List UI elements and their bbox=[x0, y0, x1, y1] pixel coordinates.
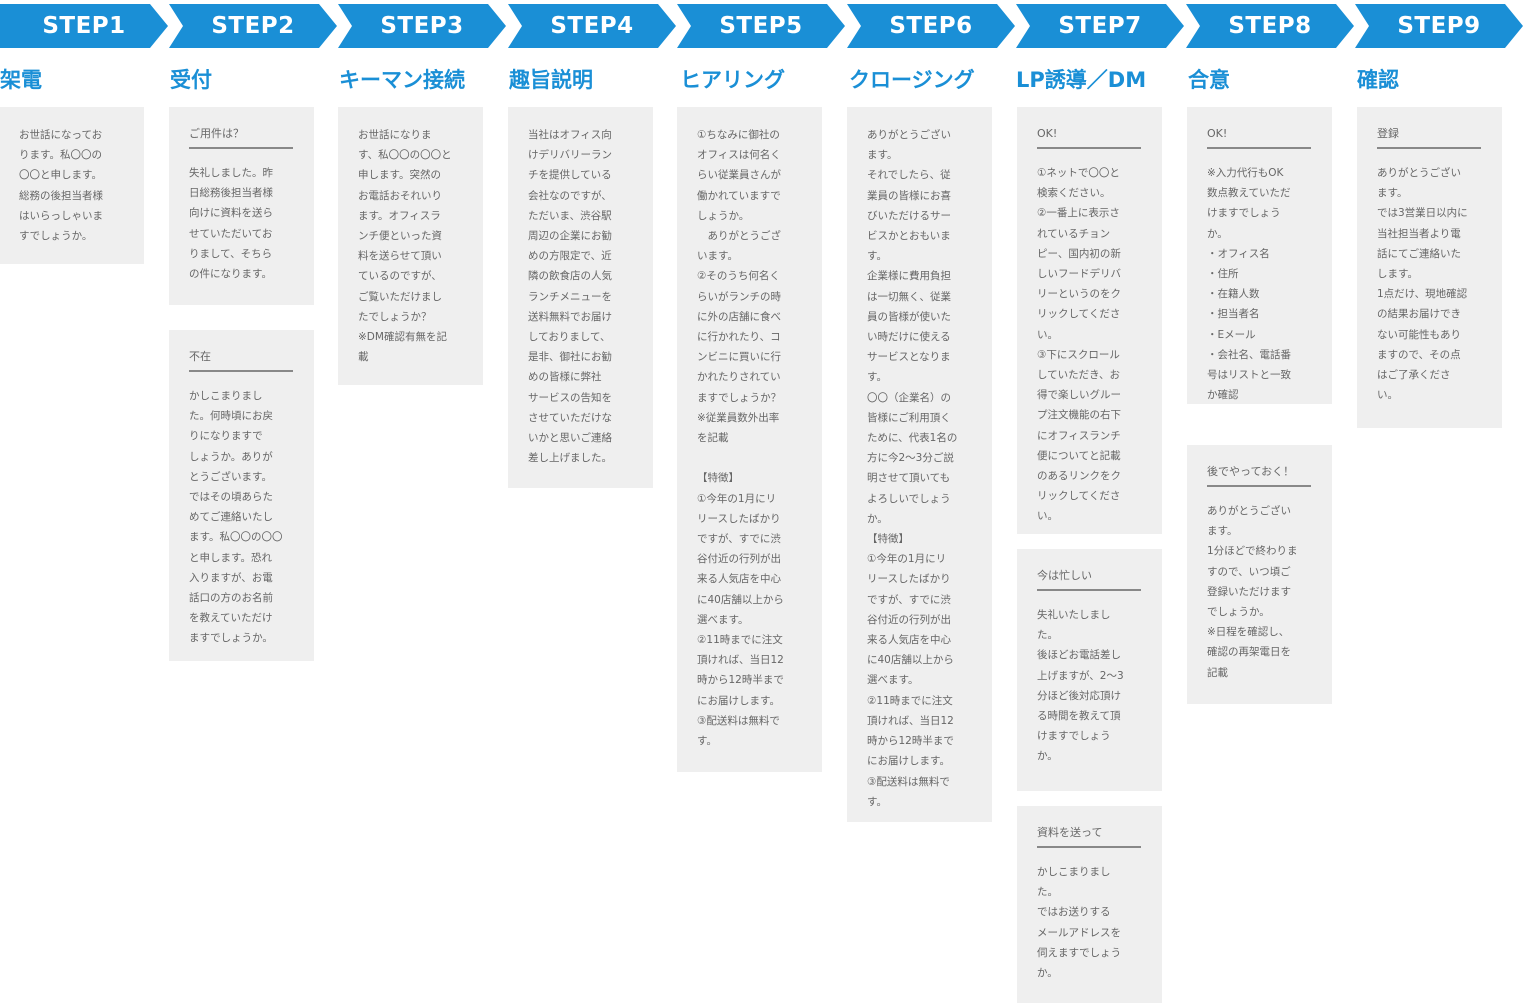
step-column-4: STEP4 趣旨説明当社はオフィス向 けデリバリーラン チを提供している 会社なの… bbox=[508, 0, 676, 488]
card-body: かしこまりまし た。 ではお送りする メールアドレスを 伺えますでしょう か。 bbox=[1037, 866, 1122, 980]
script-card: 後でやっておく！ ありがとうござい ます。 1分ほどで終わりま すので、いつ頃ご … bbox=[1187, 445, 1332, 704]
card-body: かしこまりまし た。何時頃にお戻 りになりますで しょうか。ありが とうございま… bbox=[189, 390, 283, 645]
step-title-5: ヒアリング bbox=[680, 68, 785, 92]
script-card: お世話になってお ります。私〇〇の 〇〇と申します。 総務の後担当者様 はいらっ… bbox=[0, 107, 144, 264]
card-body: ※入力代行もOK 数点教えていただ けますでしょう か。 ・オフィス名 ・住所 … bbox=[1207, 167, 1291, 402]
script-card: 当社はオフィス向 けデリバリーラン チを提供している 会社なのですが、 ただいま… bbox=[508, 107, 653, 488]
step-column-1: STEP1 架電お世話になってお ります。私〇〇の 〇〇と申します。 総務の後担当… bbox=[0, 0, 168, 264]
step-arrow-8: STEP8 bbox=[1186, 4, 1354, 48]
step-title-8: 合意 bbox=[1188, 68, 1230, 92]
script-card: 不在かしこまりまし た。何時頃にお戻 りになりますで しょうか。ありが とうござ… bbox=[169, 330, 314, 661]
card-body: ありがとうござい ます。 1分ほどで終わりま すので、いつ頃ご 登録いただけます… bbox=[1207, 505, 1298, 679]
card-heading: 登録 bbox=[1377, 125, 1481, 149]
card-heading: 後でやっておく！ bbox=[1207, 463, 1311, 487]
card-heading: OK! bbox=[1207, 125, 1311, 149]
script-card: 今は忙しい失礼いたしまし た。 後ほどお電話差し 上げますが、2〜3 分ほど後対… bbox=[1017, 549, 1162, 791]
card-body: お世話になりま す、私〇〇の〇〇と 申します。突然の お電話おそれいり ます。オ… bbox=[358, 129, 452, 364]
card-heading: 今は忙しい bbox=[1037, 567, 1141, 591]
script-card: ありがとうござい ます。 それでしたら、従 業員の皆様にお喜 びいただけるサー … bbox=[847, 107, 992, 822]
script-card: お世話になりま す、私〇〇の〇〇と 申します。突然の お電話おそれいり ます。オ… bbox=[338, 107, 483, 385]
card-heading: 不在 bbox=[189, 348, 293, 372]
step-title-1: 架電 bbox=[0, 68, 42, 92]
step-title-2: 受付 bbox=[170, 68, 212, 92]
card-body: ①ネットで〇〇と 検索ください。 ②一番上に表示さ れているチョン ピー、国内初… bbox=[1037, 167, 1121, 523]
card-heading: OK! bbox=[1037, 125, 1141, 149]
step-arrow-7: STEP7 bbox=[1016, 4, 1184, 48]
step-arrow-5: STEP5 bbox=[677, 4, 845, 48]
step-title-7: LP誘導／DM bbox=[1016, 68, 1147, 92]
step-arrow-1: STEP1 bbox=[0, 4, 168, 48]
card-body: 失礼しました。昨 日総務後担当者様 向けに資料を送ら せていただいてお りまして… bbox=[189, 167, 273, 281]
step-title-3: キーマン接続 bbox=[339, 68, 465, 92]
step-column-2: STEP2 受付ご用件は？ 失礼しました。昨 日総務後担当者様 向けに資料を送ら せ… bbox=[169, 0, 337, 661]
card-body: ①ちなみに御社の オフィスは何名く らい従業員さんが 働かれていますで しょうか… bbox=[697, 129, 784, 748]
script-card: ご用件は？ 失礼しました。昨 日総務後担当者様 向けに資料を送ら せていただいてお… bbox=[169, 107, 314, 305]
step-arrow-4: STEP4 bbox=[508, 4, 676, 48]
step-title-6: クロージング bbox=[849, 68, 975, 92]
step-column-5: STEP5 ヒアリング ①ちなみに御社の オフィスは何名く らい従業員さんが 働かれ… bbox=[677, 0, 845, 772]
step-arrow-6: STEP6 bbox=[847, 4, 1015, 48]
script-card: 登録ありがとうござい ます。 では3営業日以内に 当社担当者より電 話にてご連絡… bbox=[1357, 107, 1502, 428]
step-arrow-9: STEP9 bbox=[1355, 4, 1523, 48]
script-card: OK! ①ネットで〇〇と 検索ください。 ②一番上に表示さ れているチョン ピー、… bbox=[1017, 107, 1162, 534]
step-column-8: STEP8 合意 OK! ※入力代行もOK 数点教えていただ けますでしょう か。 ・… bbox=[1186, 0, 1354, 704]
script-card: OK! ※入力代行もOK 数点教えていただ けますでしょう か。 ・オフィス名 ・… bbox=[1187, 107, 1332, 404]
card-heading: ご用件は？ bbox=[189, 125, 293, 149]
script-card: 資料を送ってかしこまりまし た。 ではお送りする メールアドレスを 伺えますでし… bbox=[1017, 806, 1162, 1003]
card-heading: 資料を送って bbox=[1037, 824, 1141, 848]
card-body: ありがとうござい ます。 それでしたら、従 業員の皆様にお喜 びいただけるサー … bbox=[867, 129, 958, 808]
step-title-9: 確認 bbox=[1357, 68, 1399, 92]
step-column-9: STEP9 確認登録ありがとうござい ます。 では3営業日以内に 当社担当者より電… bbox=[1355, 0, 1523, 428]
step-column-3: STEP3 キーマン接続お世話になりま す、私〇〇の〇〇と 申します。突然の お電… bbox=[338, 0, 506, 385]
step-arrow-2: STEP2 bbox=[169, 4, 337, 48]
step-title-4: 趣旨説明 bbox=[509, 68, 593, 92]
card-body: ありがとうござい ます。 では3営業日以内に 当社担当者より電 話にてご連絡いた… bbox=[1377, 167, 1468, 402]
step-column-6: STEP6 クロージングありがとうござい ます。 それでしたら、従 業員の皆様にお… bbox=[847, 0, 1015, 822]
card-body: 当社はオフィス向 けデリバリーラン チを提供している 会社なのですが、 ただいま… bbox=[528, 129, 612, 465]
card-body: 失礼いたしまし た。 後ほどお電話差し 上げますが、2〜3 分ほど後対応頂け る… bbox=[1037, 609, 1124, 763]
script-card: ①ちなみに御社の オフィスは何名く らい従業員さんが 働かれていますで しょうか… bbox=[677, 107, 822, 772]
card-body: お世話になってお ります。私〇〇の 〇〇と申します。 総務の後担当者様 はいらっ… bbox=[19, 129, 103, 243]
step-arrow-3: STEP3 bbox=[338, 4, 506, 48]
